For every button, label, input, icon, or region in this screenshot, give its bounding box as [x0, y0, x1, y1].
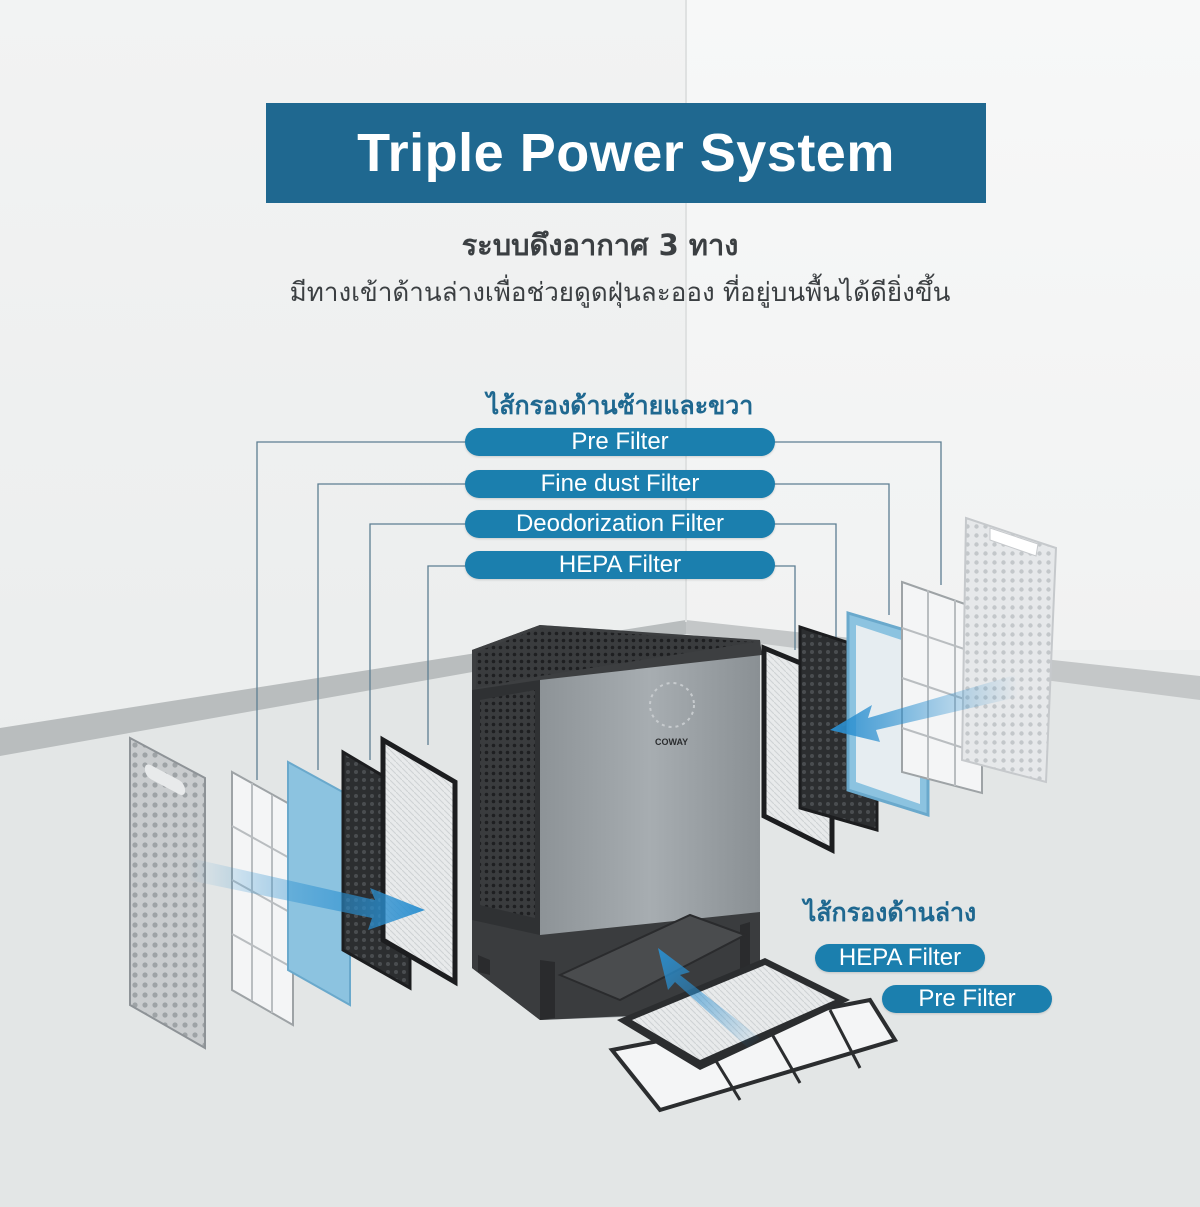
side-filters-heading: ไส้กรองด้านซ้ายและขวา [486, 391, 754, 420]
title-banner: Triple Power System [266, 103, 986, 203]
pill-bottom-hepa-filter: HEPA Filter [815, 944, 985, 972]
bottom-intake-grill [557, 913, 748, 1002]
bottom-hepa-filter [617, 958, 850, 1070]
left-cover-panel [129, 736, 206, 1050]
left-fine-dust-filter [287, 760, 351, 1007]
left-airflow-arrow [188, 858, 425, 930]
bottom-airflow-arrow [658, 948, 760, 1048]
left-hepa-filter [380, 735, 458, 987]
pill-hepa-filter: HEPA Filter [465, 551, 775, 579]
right-cover-panel [960, 516, 1058, 784]
pill-bottom-pre-filter: Pre Filter [882, 985, 1052, 1013]
pill-deodorization-filter: Deodorization Filter [465, 510, 775, 538]
pill-pre-filter: Pre Filter [465, 428, 775, 456]
brand-label: COWAY [655, 737, 688, 747]
right-airflow-arrow [830, 675, 1018, 742]
bottom-filters-heading: ไส้กรองด้านล่าง [803, 898, 977, 927]
subtitle: ระบบดึงอากาศ 3 ทาง [461, 228, 739, 262]
description: มีทางเข้าด้านล่างเพื่อช่วยดูดฝุ่นละออง ท… [289, 278, 951, 308]
pill-fine-dust-filter: Fine dust Filter [465, 470, 775, 498]
page-title: Triple Power System [357, 123, 895, 183]
